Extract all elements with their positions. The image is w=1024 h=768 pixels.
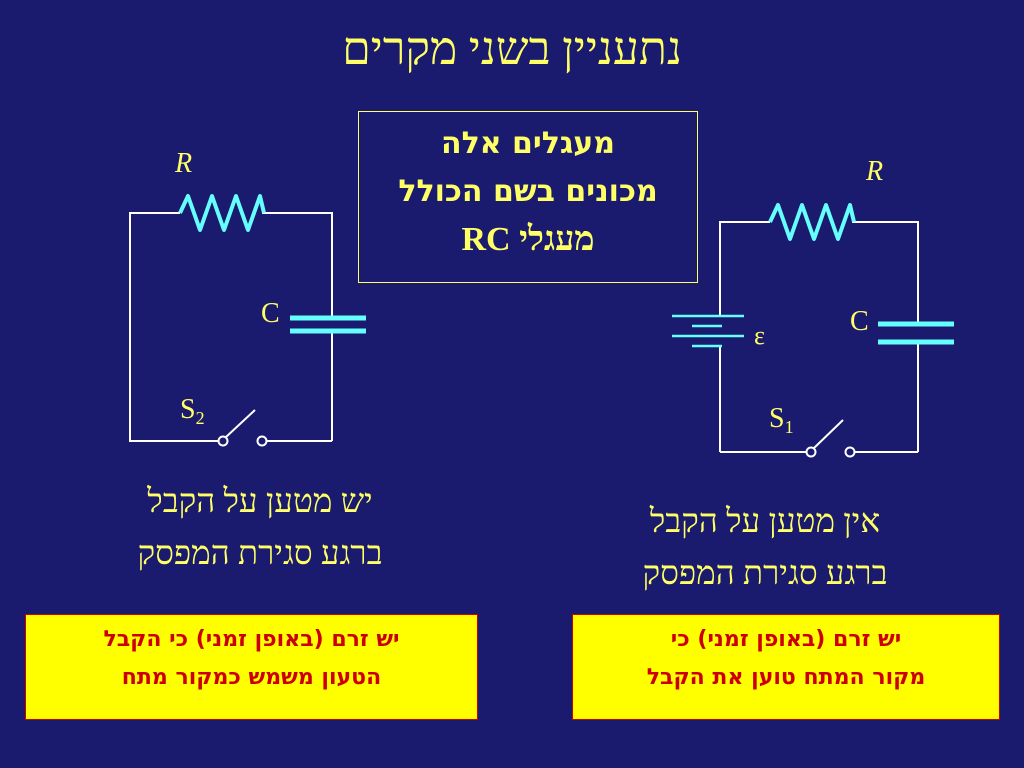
left-capacitor-label: C xyxy=(261,298,280,329)
left-note-line-1: יש זרם (באופן זמני) כי הקבל xyxy=(103,627,400,652)
rc-info-box: מעגלים אלה מכונים בשם הכולל מעגלי RC xyxy=(358,111,698,283)
left-caption-line-2: ברגע סגירת המפסק xyxy=(137,536,383,572)
right-note-line-2: מקור המתח טוען את הקבל xyxy=(646,665,926,690)
left-switch-subscript: 2 xyxy=(196,408,205,428)
right-capacitor-label: C xyxy=(850,306,869,337)
right-note-line-1: יש זרם (באופן זמני) כי xyxy=(670,627,902,652)
right-switch xyxy=(805,419,856,458)
left-caption: יש מטען על הקבל ברגע סגירת המפסק xyxy=(40,476,480,580)
right-caption-line-2: ברגע סגירת המפסק xyxy=(642,556,888,592)
right-resistor xyxy=(768,203,856,241)
left-circuit: R C S2 xyxy=(129,148,366,447)
right-switch-label: S1 xyxy=(769,403,794,437)
right-note-box: יש זרם (באופן זמני) כי מקור המתח טוען את… xyxy=(572,614,1000,720)
left-caption-line-1: יש מטען על הקבל xyxy=(147,484,373,520)
rc-info-line-3: מעגלי RC xyxy=(461,221,595,258)
left-resistor xyxy=(178,194,266,232)
right-caption: אין מטען על הקבל ברגע סגירת המפסק xyxy=(545,496,985,600)
page-title: נתעניין בשני מקרים xyxy=(342,23,682,74)
left-resistor-label: R xyxy=(174,148,192,179)
right-switch-subscript: 1 xyxy=(785,417,794,437)
left-wires xyxy=(129,212,333,442)
left-switch xyxy=(217,409,268,447)
right-caption-line-1: אין מטען על הקבל xyxy=(649,504,881,540)
left-switch-label: S2 xyxy=(180,394,205,428)
rc-info-line-1: מעגלים אלה xyxy=(440,126,615,161)
right-battery xyxy=(672,314,744,348)
right-wires xyxy=(719,221,919,453)
right-resistor-label: R xyxy=(865,156,883,187)
rc-info-line-2: מכונים בשם הכולל xyxy=(398,174,658,209)
right-switch-letter: S xyxy=(769,403,785,434)
left-note-line-2: הטעון משמש כמקור מתח xyxy=(121,665,382,690)
right-circuit: R ε C S1 xyxy=(672,156,954,458)
right-emf-label: ε xyxy=(754,321,765,350)
left-note-box: יש זרם (באופן זמני) כי הקבל הטעון משמש כ… xyxy=(25,614,478,720)
left-switch-letter: S xyxy=(180,394,196,425)
